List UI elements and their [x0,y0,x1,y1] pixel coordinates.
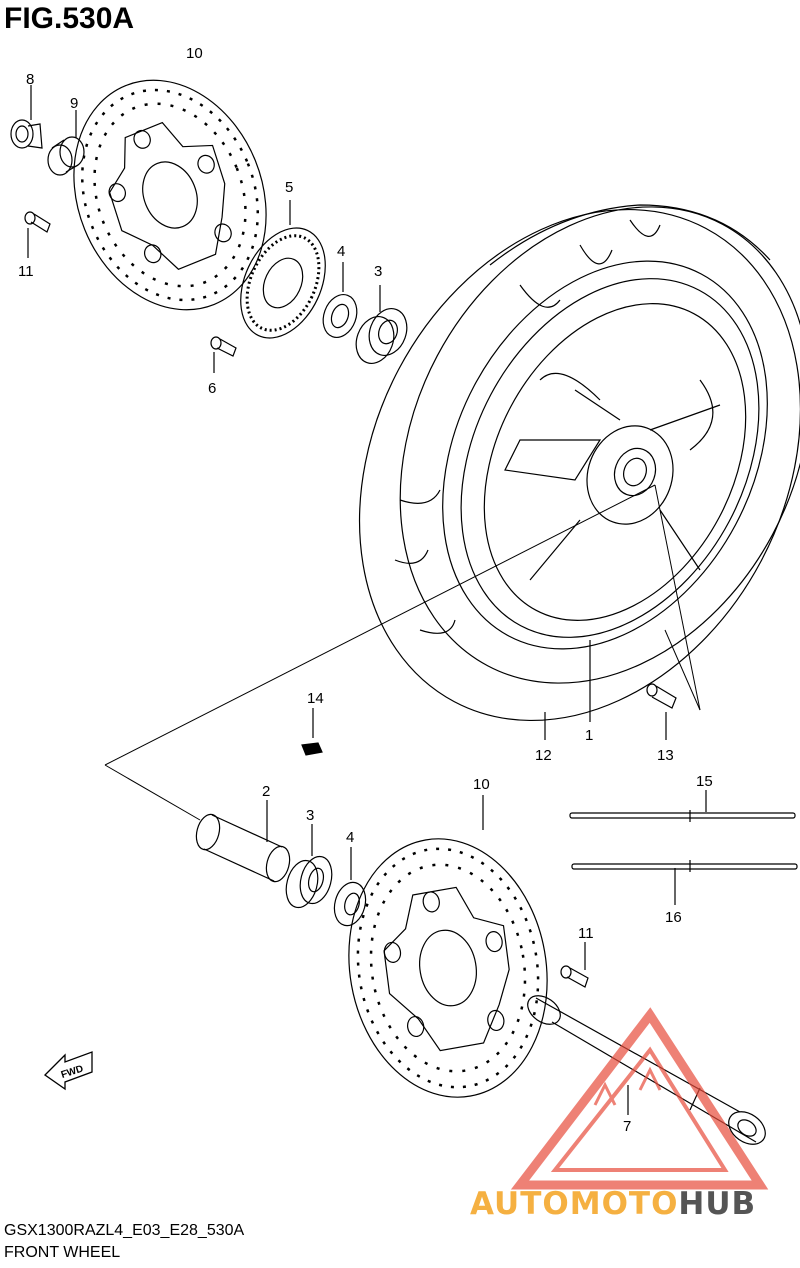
brand-part-hub: HUB [678,1186,757,1222]
seal-part-4-lower [333,847,367,927]
callout-14: 14 [307,690,324,707]
callout-11-lower: 11 [578,925,594,942]
brake-disc-upper [73,79,267,311]
callout-3-lower: 3 [306,807,314,824]
brand-part-moto: MOTO [569,1186,679,1222]
callout-6: 6 [208,380,216,397]
callout-12: 12 [535,747,552,764]
callout-4-upper: 4 [337,243,345,260]
model-code: GSX1300RAZL4_E03_E28_530A [4,1222,245,1239]
balance-weight-part-14 [301,708,323,756]
callout-15: 15 [696,773,713,790]
bearing-part-3-upper [355,285,408,364]
watermark-brand-text: AUTOMOTOHUB [470,1186,756,1222]
callout-2: 2 [262,783,270,800]
section-name: FRONT WHEEL [4,1244,121,1261]
watermark-logo-triangle [510,1007,769,1190]
forward-direction-arrow: FWD [43,1051,93,1091]
bolt-part-11-lower [560,942,589,988]
callout-8: 8 [26,71,34,88]
callout-4-lower: 4 [346,829,354,846]
spacer-part-2 [195,800,291,883]
callout-9: 9 [70,95,78,112]
callout-16: 16 [665,909,682,926]
callout-11-upper: 11 [18,263,34,280]
plug-part-8 [10,85,43,149]
cap-part-9 [47,110,85,176]
callout-10-upper: 10 [186,45,203,62]
valve-part-13 [646,683,677,740]
sensor-rotor-part-5 [240,200,326,339]
callout-5: 5 [285,179,293,196]
bolt-part-11-upper [24,211,51,258]
callout-7: 7 [623,1118,631,1135]
callout-3-upper: 3 [374,263,382,280]
callout-1: 1 [585,727,593,744]
callout-13: 13 [657,747,674,764]
figure-title: FIG.530A [4,2,135,35]
fwd-label: FWD [60,1064,85,1082]
wheel-and-tire [358,204,800,740]
bearing-part-3-lower [285,824,333,909]
seal-part-4-upper [322,262,358,338]
bolt-part-6 [210,336,237,373]
axle-guide-lines [104,484,701,821]
rod-part-15 [569,790,796,822]
brake-disc-lower [348,838,548,1098]
rod-part-16 [571,860,798,905]
brand-part-auto: AUTO [470,1186,570,1222]
callout-10-lower: 10 [473,776,490,793]
